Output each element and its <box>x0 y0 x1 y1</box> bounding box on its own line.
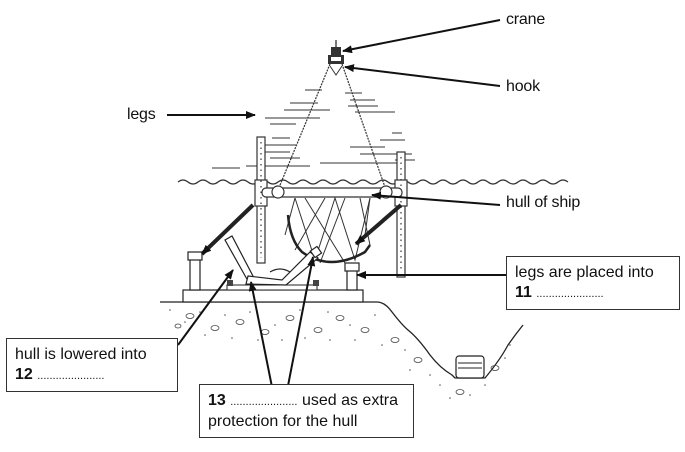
move-arrow-left <box>200 203 255 256</box>
q11-answer-blank[interactable]: ...................... <box>536 288 604 300</box>
crane-icon <box>328 40 344 64</box>
move-arrow-right <box>354 203 403 246</box>
hull-of-ship-icon <box>284 196 372 264</box>
dock-base <box>182 280 364 303</box>
question-12-box: hull is lowered into 12 ................… <box>6 338 178 392</box>
cable-left <box>277 63 331 191</box>
q13-text: used as extra <box>297 392 398 409</box>
hook-label: hook <box>506 78 540 95</box>
q12-arrow <box>177 269 234 346</box>
soil-dots <box>169 309 511 399</box>
q12-answer-blank[interactable]: ...................... <box>37 370 105 382</box>
question-13-box: 13 ...................... used as extra … <box>199 384 414 438</box>
crane-label: crane <box>506 11 546 28</box>
q12-number: 12 <box>15 366 33 383</box>
leg-right <box>394 151 408 278</box>
q13-answer-blank[interactable]: ...................... <box>230 396 298 408</box>
legs-label: legs <box>127 106 156 123</box>
hook-arrow <box>344 64 501 87</box>
leg-socket-right <box>344 262 360 291</box>
q13-text-line2: protection for the hull <box>208 413 358 430</box>
leg-left <box>254 136 268 264</box>
q11-number: 11 <box>515 284 532 301</box>
hull-label: hull of ship <box>506 194 581 211</box>
water-line <box>177 179 569 185</box>
q11-text: legs are placed into <box>515 264 654 281</box>
ground <box>160 301 524 379</box>
cradle-supports-icon <box>224 235 323 286</box>
hook-icon <box>329 65 343 76</box>
hull-arrow <box>371 191 501 206</box>
sky-hatching <box>212 89 415 169</box>
leg-socket-left <box>187 251 203 291</box>
soil-texture <box>174 313 500 395</box>
leg-socket-trench <box>455 355 485 379</box>
cable-right <box>341 63 387 191</box>
q12-text: hull is lowered into <box>15 346 147 363</box>
crane-arrow <box>342 19 501 54</box>
lifting-beam <box>261 185 403 199</box>
q13-number: 13 <box>208 392 226 409</box>
question-11-box: legs are placed into 11 ................… <box>506 256 680 310</box>
